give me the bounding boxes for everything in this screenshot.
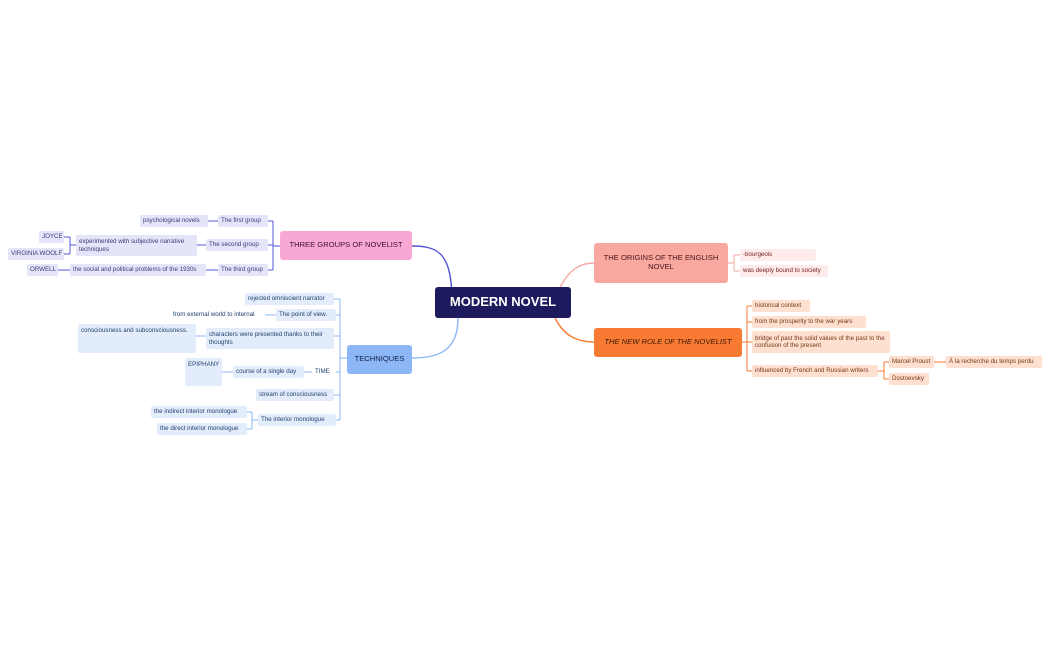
new-role-node[interactable]: THE NEW ROLE OF THE NOVELIST [594, 328, 742, 357]
groups-node[interactable]: THREE GROUPS OF NOVELIST [280, 231, 412, 260]
consciousness-detail[interactable]: consciousness and subconsciousness. [78, 324, 196, 353]
prosperity-node[interactable]: from the prosperity to the war years [752, 316, 866, 328]
indirect-monologue-node[interactable]: the indirect interior monologue [151, 406, 247, 418]
origins-node[interactable]: THE ORIGINS OF THE ENGLISH NOVEL [594, 243, 728, 283]
third-group-detail[interactable]: the social and political problems of the… [70, 264, 206, 276]
author-orwell[interactable]: ORWELL [27, 264, 58, 276]
bridge-node[interactable]: bridge of past the solid values of the p… [752, 331, 890, 353]
rejected-narrator-node[interactable]: rejected omniscient narrator [245, 293, 334, 305]
historical-context-node[interactable]: historical context [752, 300, 810, 312]
first-group-detail[interactable]: psychological novels [140, 215, 208, 227]
epiphany-node[interactable]: EPIPHANY [185, 358, 222, 386]
single-day-node[interactable]: course of a single day [233, 366, 304, 378]
techniques-node[interactable]: TECHNIQUES [347, 345, 412, 374]
direct-monologue-node[interactable]: the direct interior monologue [157, 423, 247, 435]
bound-to-society-node[interactable]: was deeply bound to society [740, 265, 828, 277]
characters-node[interactable]: characters were presented thanks to thei… [206, 328, 334, 349]
third-group-node[interactable]: The third group [218, 264, 268, 276]
proust-work-node[interactable]: À la recherche du temps perdu [946, 356, 1042, 368]
point-of-view-detail[interactable]: from external world to internal [173, 311, 255, 319]
author-woolf[interactable]: VIRGINIA WOOLF [8, 248, 64, 260]
second-group-detail[interactable]: experimented with subjective narrative t… [76, 235, 197, 256]
time-node[interactable]: TIME [315, 368, 330, 376]
stream-node[interactable]: stream of consciousness [256, 389, 334, 401]
first-group-node[interactable]: The first group [218, 215, 268, 227]
proust-node[interactable]: Marcel Proust [889, 356, 934, 368]
influenced-node[interactable]: influenced by French and Russian writers [752, 365, 878, 377]
interior-monologue-node[interactable]: The interior monologue [258, 414, 336, 426]
second-group-node[interactable]: The second group [206, 239, 268, 251]
author-joyce[interactable]: JOYCE [39, 231, 64, 243]
dostoevsky-node[interactable]: Dostoevsky [889, 373, 929, 385]
bourgeois-node[interactable]: -bourgeois [740, 249, 816, 261]
point-of-view-node[interactable]: The point of view. [276, 309, 336, 321]
root-node[interactable]: MODERN NOVEL [435, 287, 571, 318]
